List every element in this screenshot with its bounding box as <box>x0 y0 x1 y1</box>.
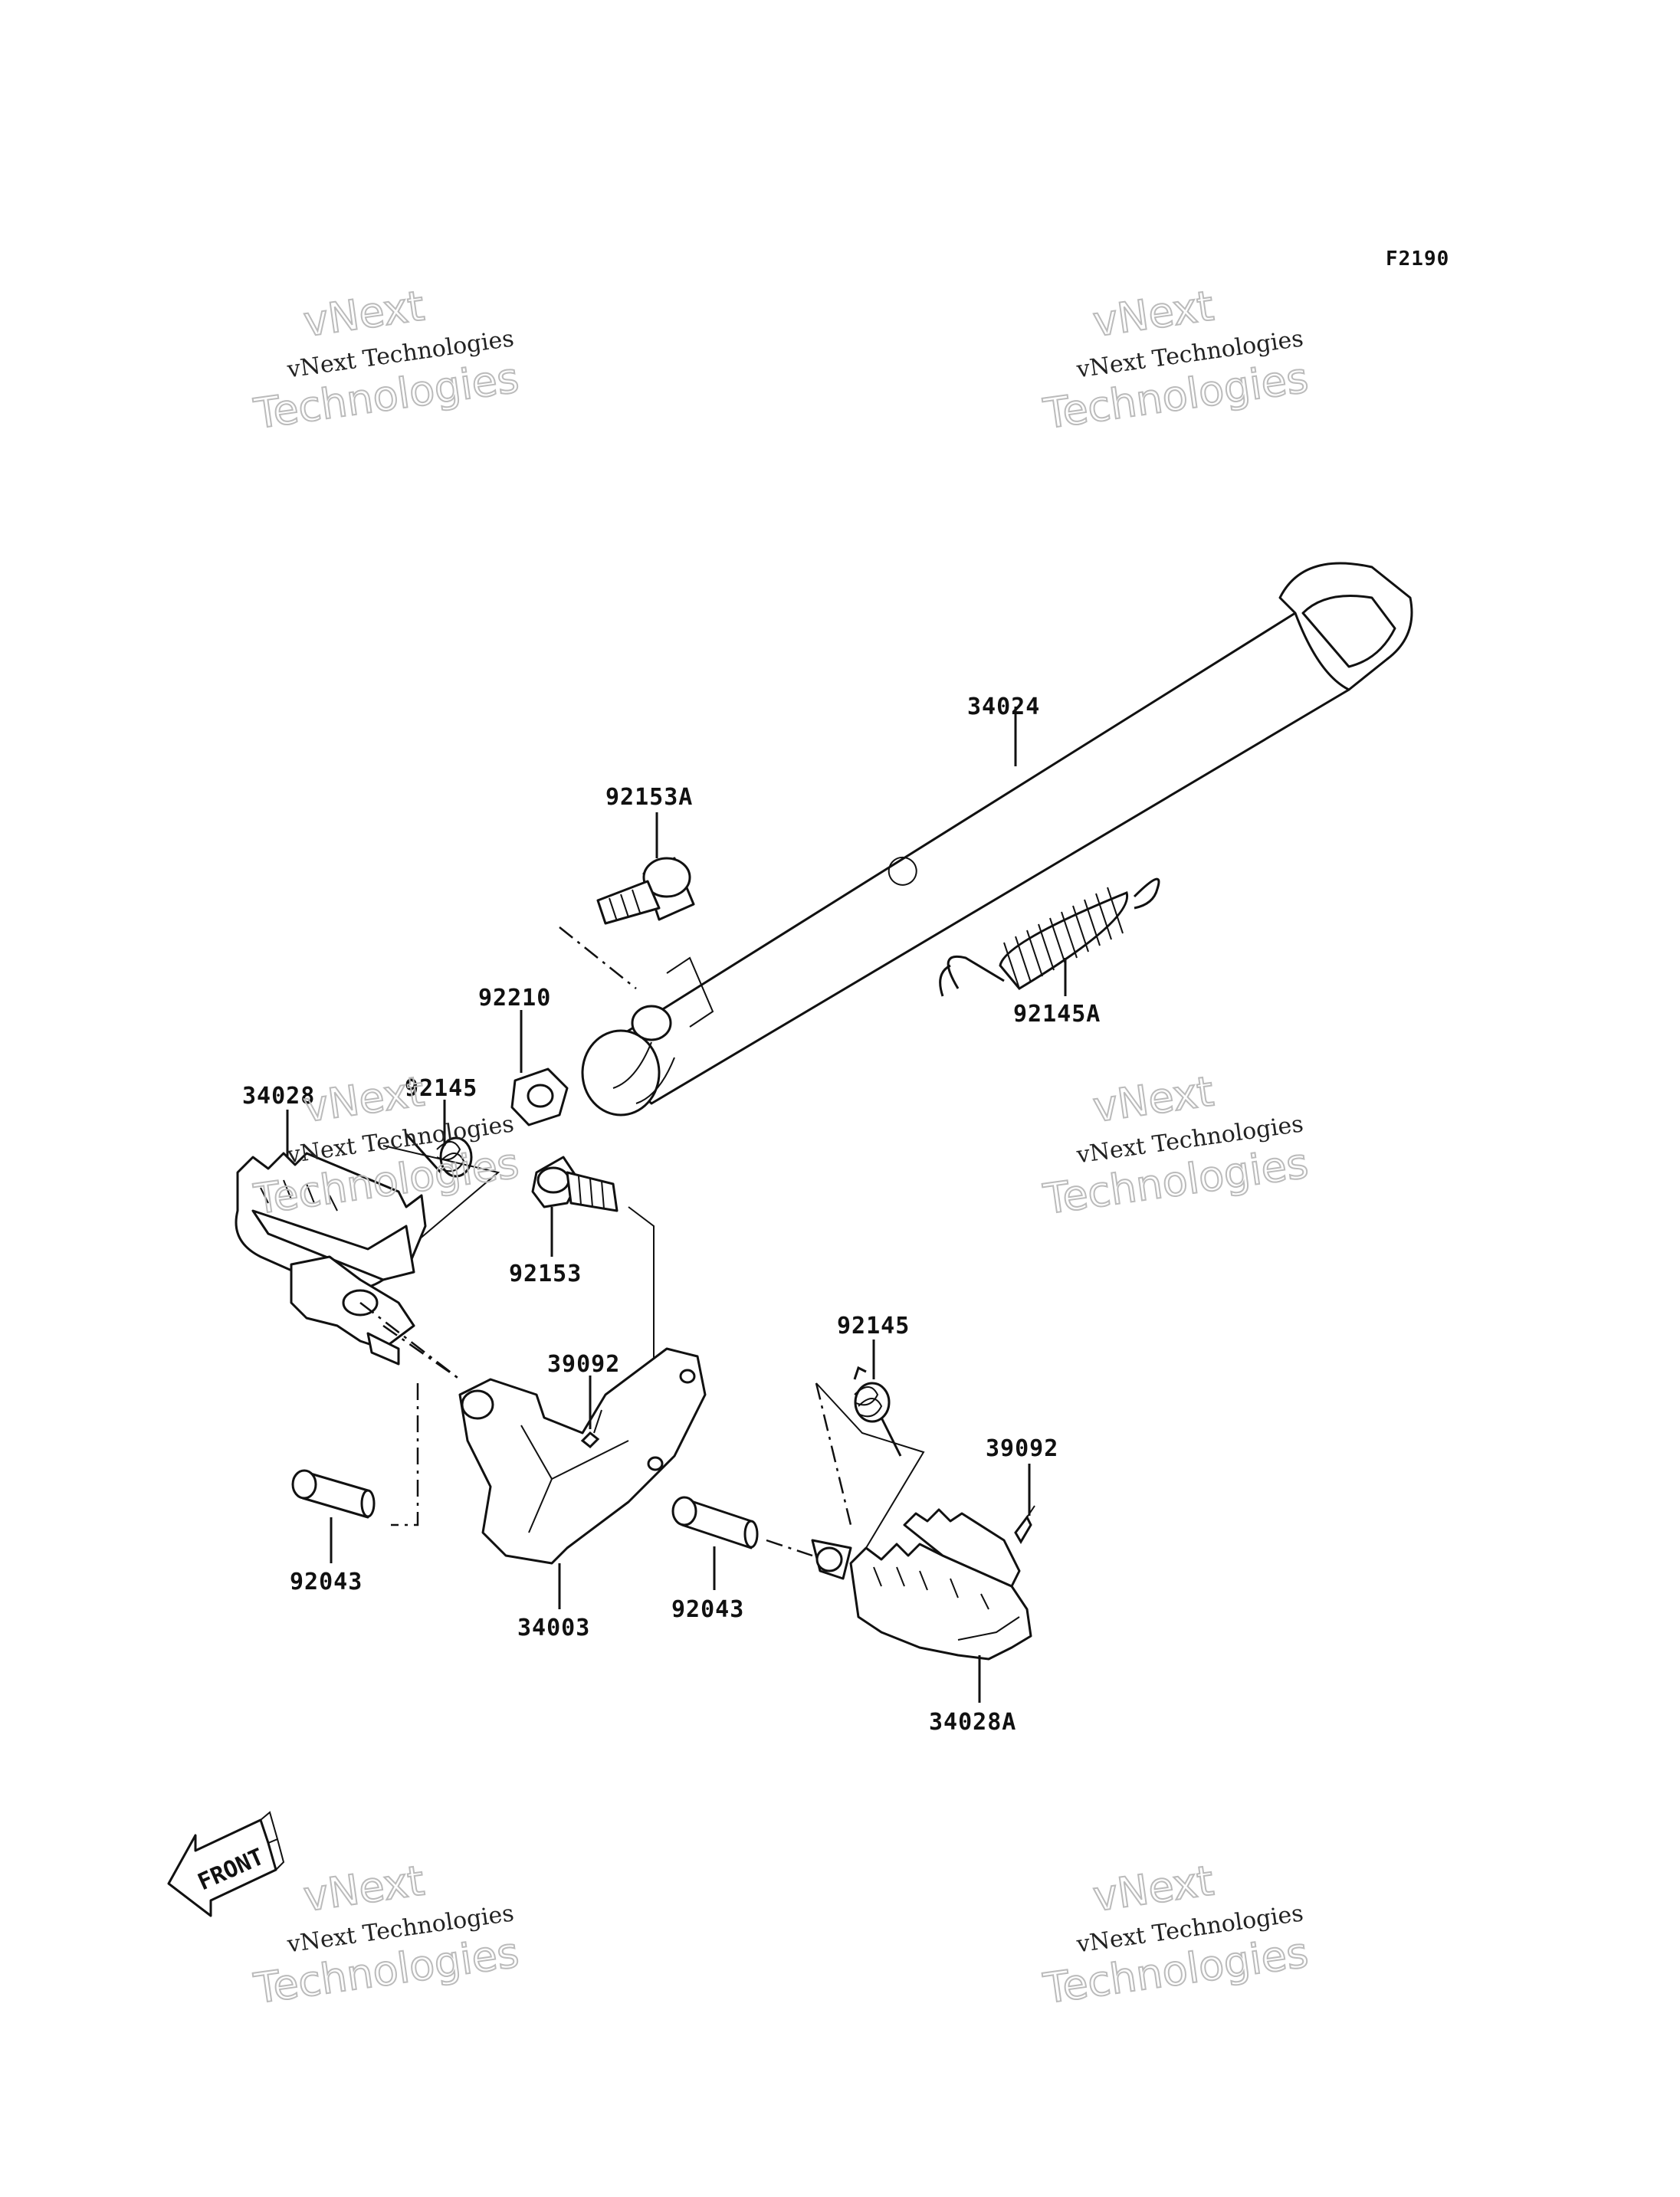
label-92145A: 92145A <box>1013 1001 1101 1028</box>
cotter-pin-39092-left[interactable] <box>580 1409 602 1449</box>
label-92145-left: 92145 <box>405 1075 477 1102</box>
label-92153: 92153 <box>509 1261 582 1287</box>
svg-text:vNext: vNext <box>300 1067 427 1131</box>
svg-text:vNext: vNext <box>300 1856 427 1920</box>
svg-text:vNext: vNext <box>1090 1067 1216 1131</box>
bracket-34003[interactable] <box>458 1347 707 1565</box>
spring-92145A[interactable] <box>939 877 1160 997</box>
side-stand-34024[interactable] <box>581 562 1413 1117</box>
label-92145-right: 92145 <box>837 1313 910 1340</box>
label-92043-right: 92043 <box>671 1596 744 1623</box>
pin-92043-right[interactable] <box>671 1496 759 1549</box>
label-34028A: 34028A <box>929 1709 1016 1736</box>
watermark-bottom-left: vNext vNext Technologies Technologies <box>250 1855 522 2014</box>
cotter-pin-39092-right[interactable] <box>1014 1505 1035 1544</box>
svg-text:vNext: vNext <box>1090 1856 1216 1920</box>
label-92153A: 92153A <box>605 784 693 811</box>
footpeg-34028A[interactable] <box>811 1508 1032 1661</box>
figure-code: F2190 <box>1386 248 1449 271</box>
watermark-top-left: vNext vNext Technologies Technologies <box>250 280 522 439</box>
bolt-92153[interactable] <box>531 1156 619 1212</box>
watermark-bottom-right: vNext vNext Technologies Technologies <box>1039 1855 1311 2014</box>
watermark-top-right: vNext vNext Technologies Technologies <box>1039 280 1311 439</box>
svg-text:vNext: vNext <box>1090 281 1216 346</box>
label-34024: 34024 <box>967 694 1040 720</box>
bolt-92153A[interactable] <box>596 857 695 925</box>
front-arrow-icon: FRONT <box>167 1811 285 1917</box>
nut-92210[interactable] <box>510 1067 569 1126</box>
spring-92145-right[interactable] <box>853 1366 902 1457</box>
label-92043-left: 92043 <box>290 1569 363 1595</box>
label-92210: 92210 <box>478 985 551 1012</box>
watermark-middle-left: vNext vNext Technologies Technologies <box>250 1066 522 1225</box>
watermark-middle-right: vNext vNext Technologies Technologies <box>1039 1066 1311 1225</box>
pin-92043-left[interactable] <box>291 1469 376 1519</box>
label-34028: 34028 <box>242 1083 315 1110</box>
label-39092-left: 39092 <box>547 1351 620 1378</box>
label-39092-right: 39092 <box>986 1435 1058 1462</box>
footpeg-34028[interactable] <box>235 1152 427 1366</box>
label-34003: 34003 <box>517 1615 590 1641</box>
svg-text:vNext: vNext <box>300 281 427 346</box>
